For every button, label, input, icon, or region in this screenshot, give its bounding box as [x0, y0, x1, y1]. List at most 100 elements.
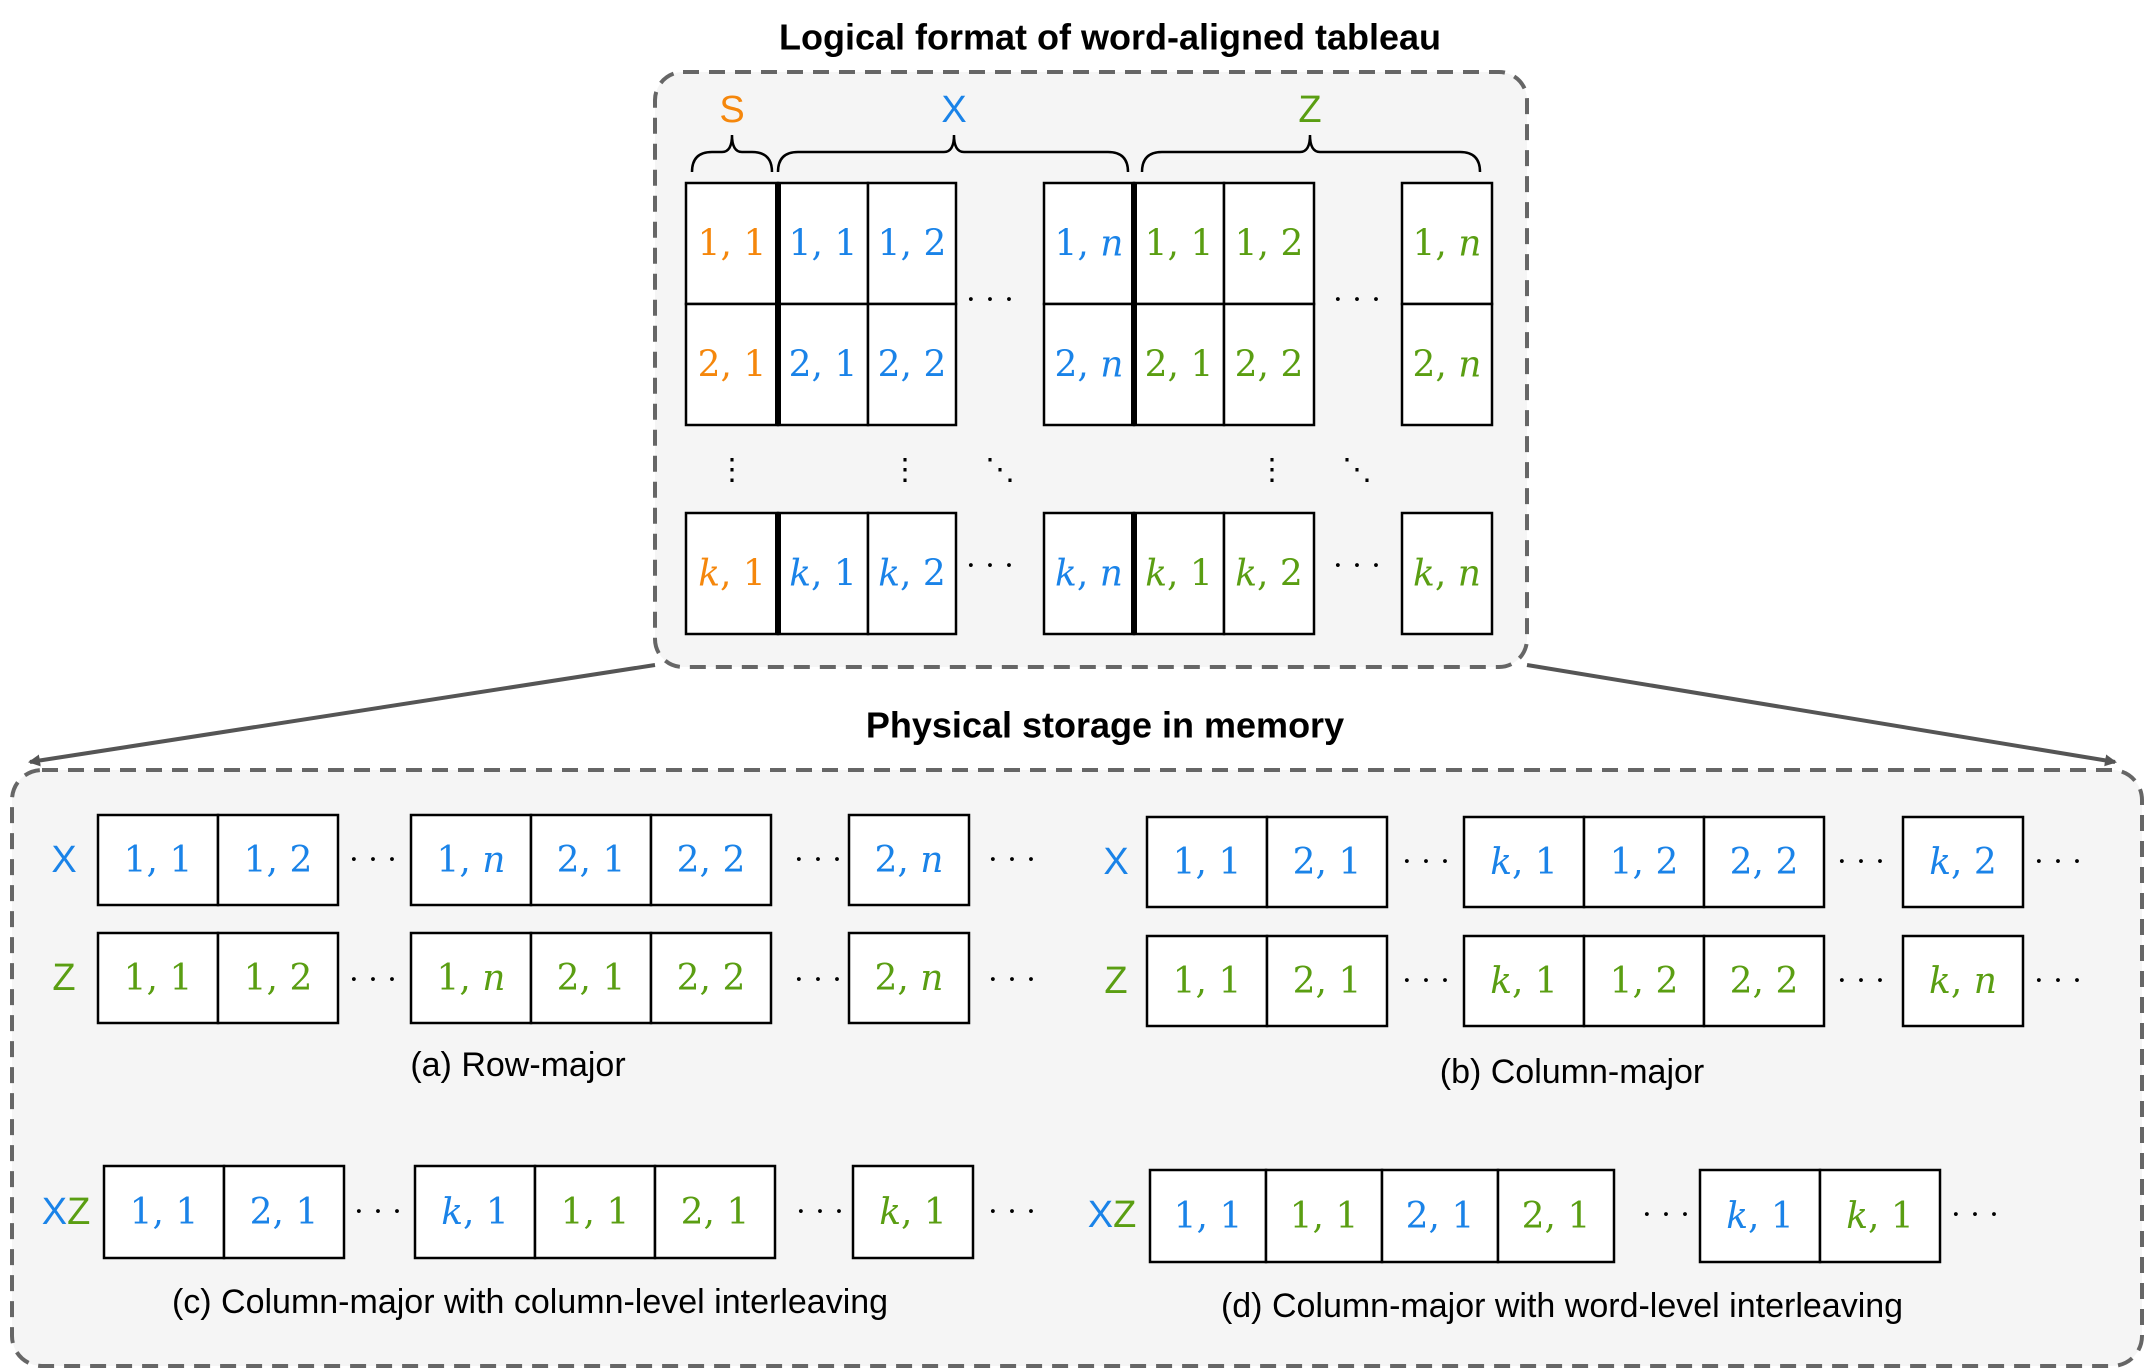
cell-box: [776, 302, 870, 427]
tableau-cell-z: 2, 2: [1222, 302, 1316, 427]
cell-box: [413, 1164, 537, 1260]
hdots: · · ·: [349, 963, 397, 998]
mem-cell-d: k, 1: [1818, 1168, 1942, 1264]
cell-box: [684, 302, 780, 427]
mem-cell-a-x: 1, 1: [96, 813, 220, 907]
cell-box: [1818, 1168, 1942, 1264]
logical-ellipses: · · · · · · · · · · · · ⋮ ⋮ ⋮ ⋱ ⋱: [717, 283, 1381, 584]
cell-value: k, n: [1929, 961, 1997, 1002]
cell-box: [649, 813, 773, 907]
cell-value: 1, 1: [789, 223, 858, 264]
tableau-cell-x: k, n: [1042, 511, 1136, 636]
mem-cell-b-x: 1, 2: [1582, 815, 1706, 909]
cell-value: k, 1: [1846, 1196, 1914, 1237]
cell-box: [1901, 815, 2025, 909]
cell-value: 2, 2: [1730, 961, 1799, 1002]
tableau-cell-z: k, 2: [1222, 511, 1316, 636]
mem-cell-c: 1, 1: [102, 1164, 226, 1260]
arrow-left: [28, 663, 656, 767]
arrow-right: [1526, 663, 2117, 767]
mem-cell-b-x: k, 1: [1462, 815, 1586, 909]
hdots: · · ·: [1951, 1198, 1999, 1233]
mem-cell-b-z: 2, 1: [1265, 934, 1389, 1028]
mem-cell-d: 2, 1: [1380, 1168, 1500, 1264]
cell-value: 1, 2: [878, 223, 947, 264]
tableau-cell-x: 2, 1: [776, 302, 870, 427]
mem-cell-a-x: 1, 2: [216, 813, 340, 907]
mem-cell-a-x: 2, 2: [649, 813, 773, 907]
mem-cell-d: 1, 1: [1148, 1168, 1268, 1264]
cell-box: [409, 931, 533, 1025]
cell-value: 2, 1: [681, 1192, 750, 1233]
cell-box: [1400, 511, 1494, 636]
hdots: · · ·: [2034, 964, 2082, 999]
mem-cell-d: 1, 1: [1264, 1168, 1384, 1264]
tableau-cell-z: 2, 1: [1132, 302, 1226, 427]
mem-cell-b-x: k, 2: [1901, 815, 2025, 909]
tableau-cell-z: k, n: [1400, 511, 1494, 636]
hdots: · · ·: [2034, 845, 2082, 880]
logical-title: Logical format of word-aligned tableau: [779, 17, 1441, 58]
cell-value: 2, n: [1413, 344, 1482, 385]
mem-cell-b-z: 1, 1: [1145, 934, 1269, 1028]
cell-value: 1, 2: [1610, 961, 1679, 1002]
cell-box: [1222, 302, 1316, 427]
cell-value: 2, 1: [1293, 961, 1362, 1002]
cell-box: [1265, 815, 1389, 909]
cell-box: [1222, 511, 1316, 636]
mem-cell-a-z: 1, n: [409, 931, 533, 1025]
cell-box: [529, 931, 653, 1025]
tableau-cell-s: 2, 1: [684, 302, 780, 427]
cell-value: 2, 2: [1235, 344, 1304, 385]
hdots: · · ·: [794, 843, 842, 878]
mem-cell-a-x: 1, n: [409, 813, 533, 907]
mem-cell-a-x: 2, 1: [529, 813, 653, 907]
mem-cell-d: 2, 1: [1496, 1168, 1616, 1264]
tableau-cell-x: 1, 1: [776, 181, 870, 306]
tableau-cell-z: 1, n: [1400, 181, 1494, 306]
cell-value: 1, n: [1055, 223, 1124, 264]
hdots: · · ·: [988, 1195, 1036, 1230]
cell-box: [96, 813, 220, 907]
cell-value: 2, 1: [698, 344, 767, 385]
row-label-d-xz: XZ: [1088, 1194, 1137, 1236]
cell-box: [851, 1164, 975, 1260]
tableau-cell-z: k, 1: [1132, 511, 1226, 636]
hdots: · · ·: [349, 843, 397, 878]
physical-ellipses: · · · · · · · · · · · · · · · · · · · · …: [349, 843, 2082, 1233]
cell-value: 1, 1: [124, 958, 193, 999]
ddots: ⋱: [985, 453, 1015, 488]
cell-box: [216, 931, 340, 1025]
tableau-cell-x: 1, 2: [866, 181, 958, 306]
hdots: · · ·: [794, 963, 842, 998]
hdots: · · ·: [966, 283, 1014, 318]
label-z: Z: [1298, 89, 1321, 131]
ddots: ⋱: [1342, 453, 1372, 488]
cell-box: [1265, 934, 1389, 1028]
cell-box: [216, 813, 340, 907]
cell-value: 2, n: [875, 840, 944, 881]
cell-box: [649, 931, 773, 1025]
cell-box: [684, 181, 780, 306]
tableau-cell-x: 2, n: [1042, 302, 1136, 427]
cell-value: 2, n: [1055, 344, 1124, 385]
cell-value: k, 2: [1235, 553, 1303, 594]
cell-box: [847, 813, 971, 907]
hdots: · · ·: [988, 843, 1036, 878]
cell-value: 1, 1: [1145, 223, 1214, 264]
cell-value: 1, 2: [1610, 842, 1679, 883]
cell-value: 2, 1: [1406, 1196, 1475, 1237]
cell-value: 1, 1: [130, 1192, 199, 1233]
brace-s: [690, 134, 774, 173]
hdots: · · ·: [966, 549, 1014, 584]
cell-box: [1400, 302, 1494, 427]
cell-box: [866, 302, 958, 427]
mem-cell-a-z: 2, n: [847, 931, 971, 1025]
mem-cell-b-z: k, 1: [1462, 934, 1586, 1028]
cell-value: k, n: [1413, 553, 1481, 594]
caption-b: (b) Column-major: [1440, 1053, 1705, 1091]
tableau-cell-x: k, 2: [866, 511, 958, 636]
hdots: · · ·: [1837, 845, 1885, 880]
hdots: · · ·: [1333, 549, 1381, 584]
mem-cell-a-z: 1, 1: [96, 931, 220, 1025]
